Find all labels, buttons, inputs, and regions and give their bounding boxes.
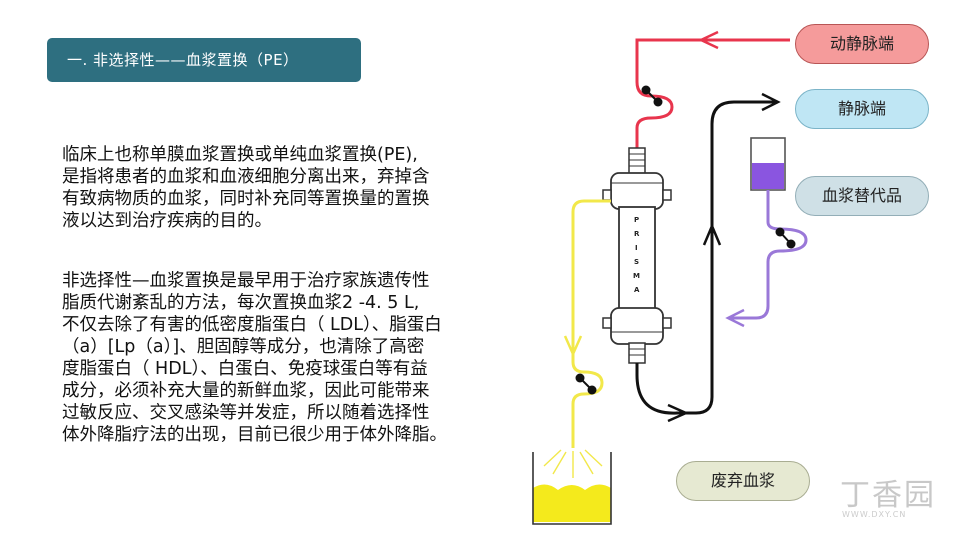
arterial-clamp bbox=[641, 85, 663, 107]
filter-bottom-cap bbox=[628, 342, 646, 364]
substitute-line bbox=[728, 190, 808, 320]
section-title: 一. 非选择性——血浆置换（PE） bbox=[47, 38, 361, 82]
arterial-line bbox=[635, 38, 790, 152]
venous-arrow-bottom bbox=[667, 403, 690, 423]
filter-brand-letter: A bbox=[634, 286, 640, 294]
venous-line bbox=[635, 100, 778, 415]
filter-cartridge: P R I S M A bbox=[602, 172, 672, 345]
waste-beaker bbox=[532, 452, 612, 525]
waste-line bbox=[571, 199, 611, 448]
waste-plasma-label: 废弃血浆 bbox=[676, 461, 810, 501]
filter-brand-letter: I bbox=[635, 244, 638, 252]
venous-arrow-top bbox=[761, 92, 781, 112]
filter-top-cap bbox=[628, 147, 646, 175]
arterial-arrow bbox=[698, 30, 719, 50]
venous-arrow-mid bbox=[702, 222, 722, 246]
substitute-container bbox=[750, 137, 786, 191]
substitute-arrow bbox=[725, 308, 745, 328]
watermark-url: WWW.DXY.CN bbox=[842, 510, 907, 519]
substitute-clamp bbox=[775, 227, 796, 249]
drip-streams bbox=[543, 449, 603, 478]
filter-brand-letter: S bbox=[634, 258, 639, 266]
description-paragraph: 非选择性—血浆置换是最早用于治疗家族遗传性 脂质代谢紊乱的方法，每次置换血浆2 … bbox=[62, 271, 447, 445]
definition-paragraph: 临床上也称单膜血浆置换或单纯血浆置换(PE), 是指将患者的血浆和血液细胞分离出… bbox=[62, 145, 430, 231]
watermark-logo: 丁香园 bbox=[840, 478, 936, 513]
arterial-end-label: 动静脉端 bbox=[795, 24, 929, 64]
waste-arrow bbox=[563, 335, 583, 358]
plasma-substitute-label: 血浆替代品 bbox=[795, 176, 929, 216]
filter-brand-letter: R bbox=[634, 230, 640, 238]
filter-brand-letter: M bbox=[633, 272, 640, 280]
venous-end-label: 静脉端 bbox=[795, 89, 929, 129]
waste-clamp bbox=[575, 373, 597, 395]
filter-brand-letter: P bbox=[634, 216, 639, 224]
